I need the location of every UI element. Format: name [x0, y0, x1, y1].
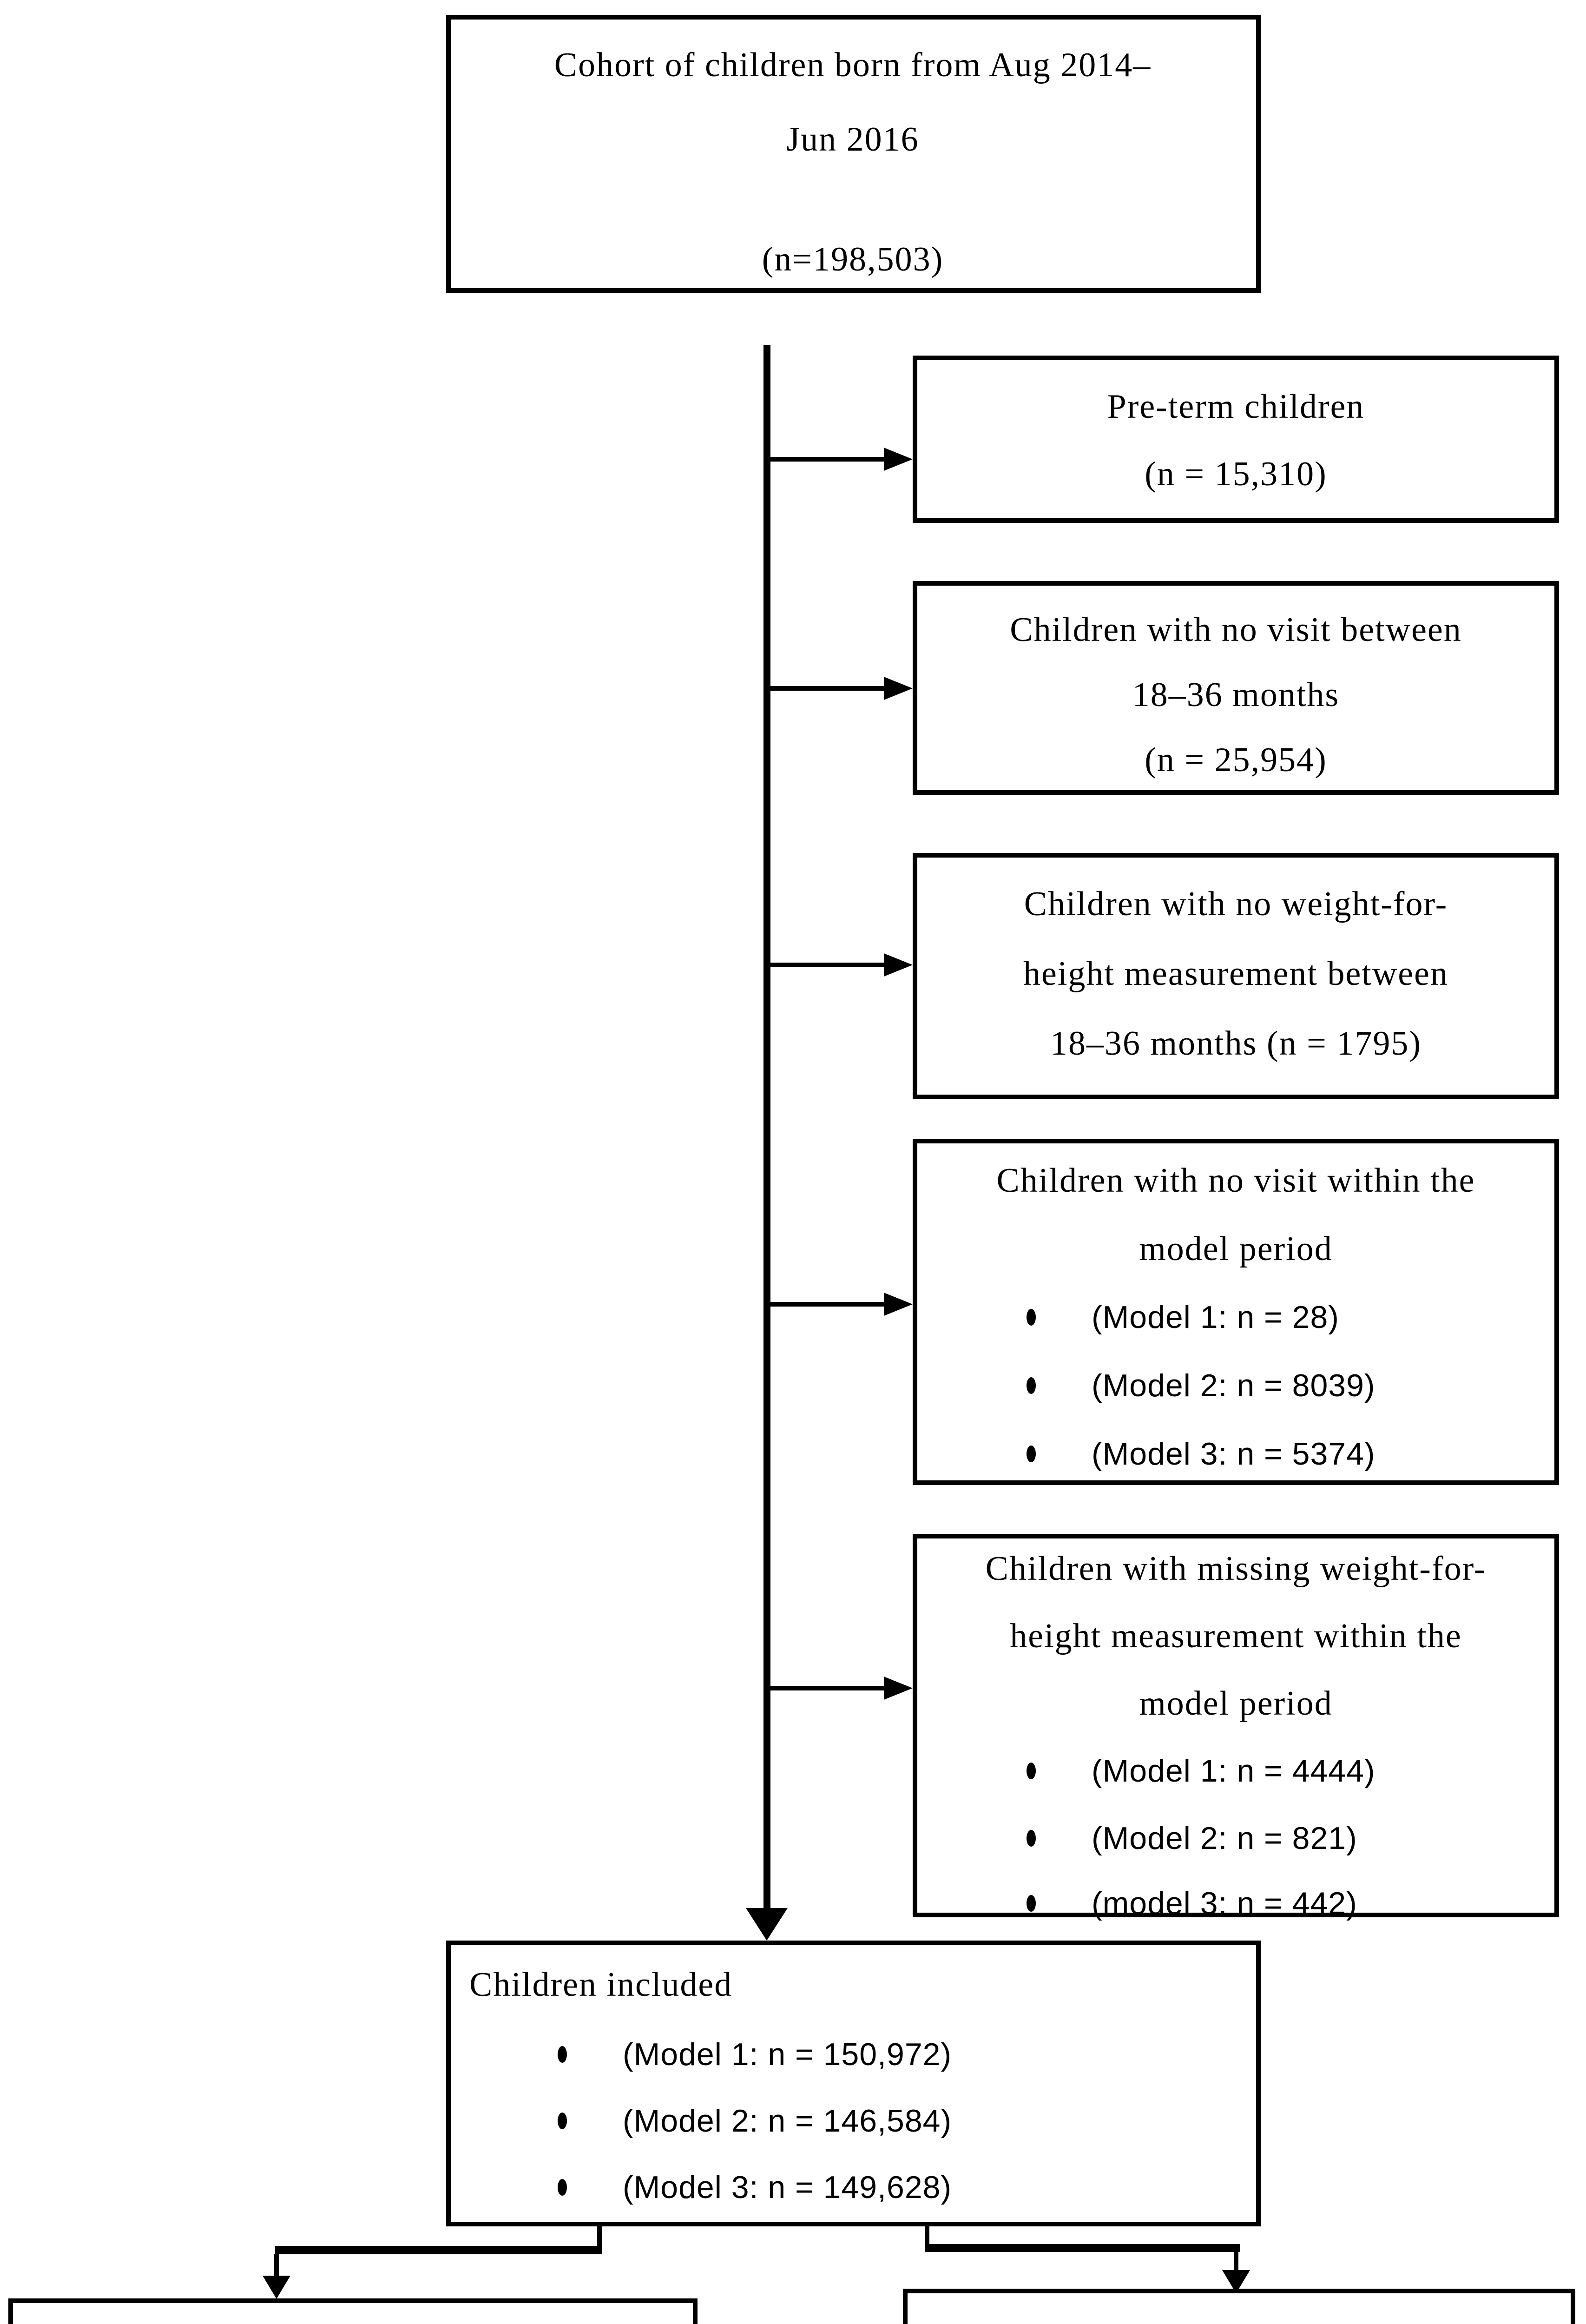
included-bullet-3-text: (Model 3: n = 149,628)	[623, 2170, 952, 2205]
exclusion-4-line2: model period	[1139, 1230, 1333, 1268]
exclusion-4-bullet-2-text: (Model 2: n = 8039)	[1092, 1368, 1375, 1403]
cohort-box	[446, 15, 1261, 293]
included-bullet-2-text: (Model 2: n = 146,584)	[623, 2103, 952, 2139]
cohort-box-line2: Jun 2016	[786, 120, 919, 158]
exclusion-arrow-line-3	[769, 963, 888, 967]
exclusion-4-bullet-3: (Model 3: n = 5374)	[1027, 1435, 1375, 1472]
bullet-icon	[558, 2179, 567, 2196]
exclusion-5-bullet-2: (Model 2: n = 821)	[1027, 1820, 1357, 1857]
exclusion-arrowhead-5-icon	[884, 1677, 913, 1700]
branch-left-arrowhead-icon	[263, 2276, 290, 2299]
exclusion-arrow-line-1	[769, 457, 888, 462]
cohort-box-line1: Cohort of children born from Aug 2014–	[554, 46, 1152, 84]
exclusion-5-line1: Children with missing weight-for-	[985, 1550, 1487, 1588]
bullet-icon	[558, 2113, 567, 2129]
bullet-icon	[1027, 1309, 1036, 1326]
branch-left-bar	[275, 2246, 602, 2254]
exclusion-arrow-line-2	[769, 686, 888, 691]
exclusion-arrowhead-3-icon	[884, 953, 913, 977]
exclusion-arrowhead-1-icon	[884, 448, 913, 471]
branch-left-stub	[597, 2224, 602, 2250]
exclusion-4-bullet-3-text: (Model 3: n = 5374)	[1092, 1436, 1375, 1472]
exclusion-4-bullet-1-text: (Model 1: n = 28)	[1092, 1300, 1339, 1335]
branch-right-stub	[925, 2224, 929, 2246]
exclusion-4-bullet-1: (Model 1: n = 28)	[1027, 1299, 1339, 1336]
exclusion-arrowhead-4-icon	[884, 1293, 913, 1316]
exclusion-2-line3: (n = 25,954)	[1145, 741, 1327, 779]
included-bullet-1: (Model 1: n = 150,972)	[558, 2036, 952, 2073]
included-title: Children included	[469, 1966, 733, 2004]
exclusion-5-bullet-1-text: (Model 1: n = 4444)	[1092, 1753, 1375, 1789]
included-bullet-1-text: (Model 1: n = 150,972)	[623, 2037, 952, 2072]
exclusion-3-line2: height measurement between	[1023, 955, 1448, 993]
trunk-arrowhead-icon	[746, 1908, 788, 1941]
included-bullet-2: (Model 2: n = 146,584)	[558, 2102, 952, 2139]
included-bullet-3: (Model 3: n = 149,628)	[558, 2169, 952, 2206]
exclusion-1-line1: Pre-term children	[1107, 388, 1365, 426]
exclusion-box-no-visit-model	[913, 1139, 1559, 1485]
exclusion-5-bullet-1: (Model 1: n = 4444)	[1027, 1752, 1375, 1789]
trunk-line	[763, 345, 770, 1908]
bullet-icon	[1027, 1763, 1036, 1779]
exclusion-5-bullet-3-text: (model 3: n = 442)	[1092, 1886, 1357, 1921]
exclusion-3-line1: Children with no weight-for-	[1024, 885, 1448, 923]
exclusion-4-bullet-2: (Model 2: n = 8039)	[1027, 1367, 1375, 1404]
exclusion-3-line3: 18–36 months (n = 1795)	[1050, 1024, 1421, 1063]
exclusion-5-line3: model period	[1139, 1684, 1333, 1723]
bullet-icon	[1027, 1446, 1036, 1462]
exclusion-1-line2: (n = 15,310)	[1145, 455, 1327, 493]
exclusion-5-bullet-3: (model 3: n = 442)	[1027, 1885, 1357, 1922]
cohort-box-count: (n=198,503)	[762, 240, 944, 278]
exclusion-arrowhead-2-icon	[884, 677, 913, 700]
exclusion-arrow-line-4	[769, 1302, 888, 1307]
exclusion-box-no-visit	[913, 581, 1559, 795]
bullet-icon	[1027, 1830, 1036, 1847]
exclusion-arrow-line-5	[769, 1686, 888, 1690]
exclusion-4-line1: Children with no visit within the	[996, 1162, 1475, 1200]
exclusion-box-missing-wfh-model	[913, 1534, 1559, 1917]
bullet-icon	[1027, 1895, 1036, 1912]
exclusion-box-preterm	[913, 356, 1559, 523]
included-box	[446, 1941, 1261, 2226]
overweight-box	[903, 2289, 1575, 2324]
overweight-title: Overweight children at >18mo	[912, 2322, 1566, 2324]
exclusion-2-line2: 18–36 months	[1132, 676, 1340, 714]
branch-right-drop	[1234, 2252, 1238, 2271]
exclusion-5-line2: height measurement within the	[1010, 1617, 1462, 1655]
bullet-icon	[1027, 1377, 1036, 1394]
bullet-icon	[558, 2046, 567, 2063]
branch-left-drop	[274, 2254, 279, 2277]
branch-right-bar	[925, 2244, 1240, 2252]
exclusion-2-line1: Children with no visit between	[1010, 611, 1462, 649]
exclusion-box-no-wfh	[913, 853, 1559, 1099]
exclusion-5-bullet-2-text: (Model 2: n = 821)	[1092, 1821, 1357, 1856]
not-overweight-box	[8, 2298, 698, 2324]
